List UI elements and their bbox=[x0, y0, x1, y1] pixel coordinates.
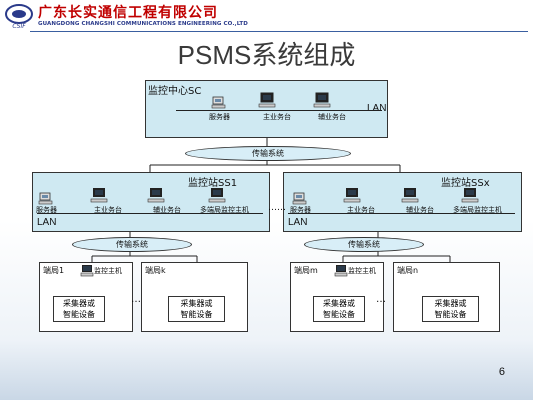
ss1-server-node bbox=[38, 189, 54, 209]
terminal-1-name: 端局1 bbox=[43, 266, 65, 275]
ss1-node-label-3: 辅业务台 bbox=[153, 206, 181, 214]
ss1-node-label-2: 主业务台 bbox=[94, 206, 122, 214]
ssx-node-label-2: 主业务台 bbox=[347, 206, 375, 214]
station-ssx-lan-line bbox=[288, 213, 515, 214]
station-ssx-lan-label: LAN bbox=[288, 217, 308, 228]
terminal-k-device: 采集器或 智能设备 bbox=[168, 296, 225, 322]
server-icon bbox=[292, 192, 307, 205]
company-name-en: GUANGDONG CHANGSHI COMMUNICATIONS ENGINE… bbox=[38, 21, 248, 27]
computer-icon bbox=[334, 265, 348, 277]
terminal-k-box: 端局k 采集器或 智能设备 bbox=[141, 262, 248, 332]
ssx-multi-host-node bbox=[461, 187, 479, 208]
computer-icon bbox=[80, 265, 94, 277]
company-logo-icon: CSIF bbox=[5, 4, 33, 30]
terminal-m-box: 端局m 监控主机 采集器或 智能设备 bbox=[290, 262, 384, 332]
terminal-1-device-label: 采集器或 智能设备 bbox=[63, 299, 95, 319]
computer-icon bbox=[401, 188, 419, 203]
station-ss1-lan-label: LAN bbox=[37, 217, 57, 228]
station-ssx-title: 监控站SSx bbox=[441, 178, 490, 189]
terminal-1-box: 端局1 监控主机 采集器或 智能设备 bbox=[39, 262, 133, 332]
ss1-node-label-1: 服务器 bbox=[36, 206, 57, 214]
center-server-node bbox=[211, 93, 227, 113]
center-lan-line bbox=[176, 110, 382, 111]
ss1-main-console-node bbox=[90, 187, 108, 208]
ssx-node-label-4: 多端局监控主机 bbox=[453, 206, 502, 214]
terminal-m-host-label: 监控主机 bbox=[348, 267, 376, 275]
terminal-k-device-label: 采集器或 智能设备 bbox=[180, 299, 213, 319]
ssx-server-node bbox=[292, 189, 308, 209]
monitoring-center-title: 监控中心SC bbox=[148, 86, 202, 97]
center-aux-console-node bbox=[313, 92, 331, 113]
computer-icon bbox=[147, 188, 165, 203]
center-node-label-3: 辅业务台 bbox=[318, 113, 346, 121]
ssx-aux-console-node bbox=[401, 187, 419, 208]
terminal-n-device: 采集器或 智能设备 bbox=[422, 296, 479, 322]
server-icon bbox=[211, 96, 226, 109]
terminal-n-name: 端局n bbox=[397, 266, 419, 275]
ss1-aux-console-node bbox=[147, 187, 165, 208]
ssx-node-label-1: 服务器 bbox=[290, 206, 311, 214]
center-node-label-2: 主业务台 bbox=[263, 113, 291, 121]
company-name-cn: 广东长实通信工程有限公司 bbox=[38, 5, 218, 21]
terminal-n-box: 端局n 采集器或 智能设备 bbox=[393, 262, 500, 332]
ssx-main-console-node bbox=[343, 187, 361, 208]
computer-icon bbox=[90, 188, 108, 203]
computer-icon bbox=[461, 188, 479, 203]
page-number: 6 bbox=[498, 366, 505, 378]
backbone-transport: 传输系统 bbox=[185, 146, 351, 161]
station-ssx-box: 监控站SSx LAN 服务器 主业务台 辅业务台 多端局监控主机 bbox=[283, 172, 522, 232]
monitoring-center-box: 监控中心SC LAN 服务器 主业务台 辅业务台 bbox=[145, 80, 388, 138]
terminal-m-name: 端局m bbox=[294, 266, 318, 275]
ssx-transport: 传输系统 bbox=[304, 237, 424, 252]
center-lan-label: LAN bbox=[367, 103, 387, 114]
station-ss1-title: 监控站SS1 bbox=[188, 178, 238, 189]
computer-icon bbox=[313, 92, 331, 108]
center-main-console-node bbox=[258, 92, 276, 113]
right-terminal-ellipsis: … bbox=[376, 294, 386, 305]
left-terminal-ellipsis: … bbox=[131, 294, 141, 305]
between-stations-ellipsis: …… bbox=[268, 203, 286, 213]
logo-text: CSIF bbox=[12, 23, 26, 30]
terminal-m-device-label: 采集器或 智能设备 bbox=[323, 299, 355, 319]
terminal-n-device-label: 采集器或 智能设备 bbox=[434, 299, 467, 319]
center-node-label-1: 服务器 bbox=[209, 113, 230, 121]
computer-icon bbox=[258, 92, 276, 108]
terminal-m-host-node bbox=[334, 263, 348, 282]
terminal-m-device: 采集器或 智能设备 bbox=[313, 296, 365, 322]
station-ss1-box: 监控站SS1 LAN 服务器 主业务台 辅业务台 多端局监控主机 bbox=[32, 172, 270, 232]
server-icon bbox=[38, 192, 53, 205]
terminal-k-name: 端局k bbox=[145, 266, 166, 275]
ssx-node-label-3: 辅业务台 bbox=[406, 206, 434, 214]
terminal-1-host-label: 监控主机 bbox=[94, 267, 122, 275]
computer-icon bbox=[208, 188, 226, 203]
slide-title: PSMS系统组成 bbox=[177, 40, 356, 70]
terminal-1-host-node bbox=[80, 263, 94, 282]
terminal-1-device: 采集器或 智能设备 bbox=[53, 296, 105, 322]
header-divider bbox=[30, 31, 528, 32]
computer-icon bbox=[343, 188, 361, 203]
ss1-node-label-4: 多端局监控主机 bbox=[200, 206, 249, 214]
ss1-multi-host-node bbox=[208, 187, 226, 208]
station-ss1-lan-line bbox=[37, 213, 263, 214]
ss1-transport: 传输系统 bbox=[72, 237, 192, 252]
